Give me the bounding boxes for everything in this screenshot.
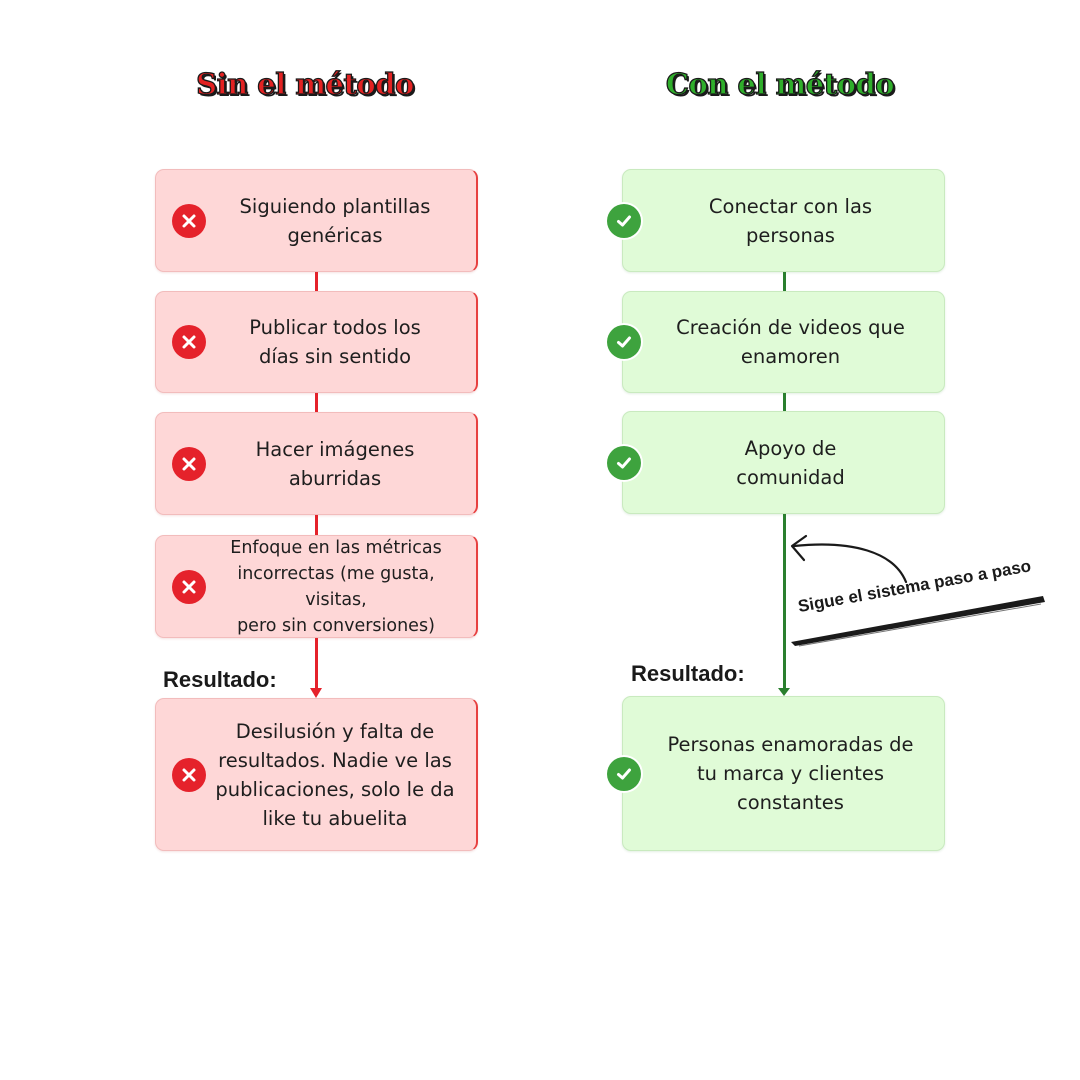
result-left-text: Desilusión y falta de resultados. Nadie … [215,719,455,830]
step-right-2: Creación de videos que enamoren [607,291,945,393]
result-label-right: Resultado: [631,661,745,686]
result-left: Desilusión y falta de resultados. Nadie … [155,698,478,851]
x-circle-icon [172,203,206,238]
step-left-1-text: Siguiendo plantillas genéricas [239,194,431,247]
result-right: Personas enamoradas de tu marca y client… [607,696,945,851]
check-circle-icon [607,756,641,791]
step-left-3-text: Hacer imágenes aburridas [255,437,415,490]
check-circle-icon [607,445,641,480]
step-right-3-text: Apoyo de comunidad [736,436,845,489]
step-left-2-text: Publicar todos los días sin sentido [249,316,421,368]
connector-left-3 [315,515,318,536]
step-right-3: Apoyo de comunidad [607,411,945,514]
result-label-left: Resultado: [163,667,277,692]
connector-left-1 [315,272,318,292]
step-right-1: Conectar con las personas [607,169,945,272]
step-left-4: Enfoque en las métricas incorrectas (me … [155,535,478,638]
step-left-3: Hacer imágenes aburridas [155,412,478,515]
connector-left-2 [315,393,318,413]
connector-right-3 [783,514,786,690]
x-circle-icon [172,325,206,359]
brush-underline [791,596,1045,647]
curved-arrow-icon [790,534,908,584]
x-circle-icon [172,446,206,481]
x-circle-icon [172,757,206,792]
step-right-1-text: Conectar con las personas [708,194,873,247]
arrowhead-left [310,688,322,698]
step-left-4-text: Enfoque en las métricas incorrectas (me … [230,537,442,636]
title-without-method: Sin el método [195,66,415,101]
result-right-text: Personas enamoradas de tu marca y client… [667,733,914,814]
arrowhead-right [778,688,790,696]
title-with-method: Con el método [665,66,895,101]
check-circle-icon [607,203,641,238]
step-right-2-text: Creación de videos que enamoren [676,316,905,368]
connector-right-2 [783,393,786,411]
check-circle-icon [607,325,641,359]
connector-left-4 [315,638,318,688]
connector-right-1 [783,272,786,292]
x-circle-icon [172,569,206,604]
step-left-1: Siguiendo plantillas genéricas [155,169,478,272]
step-left-2: Publicar todos los días sin sentido [155,291,478,393]
